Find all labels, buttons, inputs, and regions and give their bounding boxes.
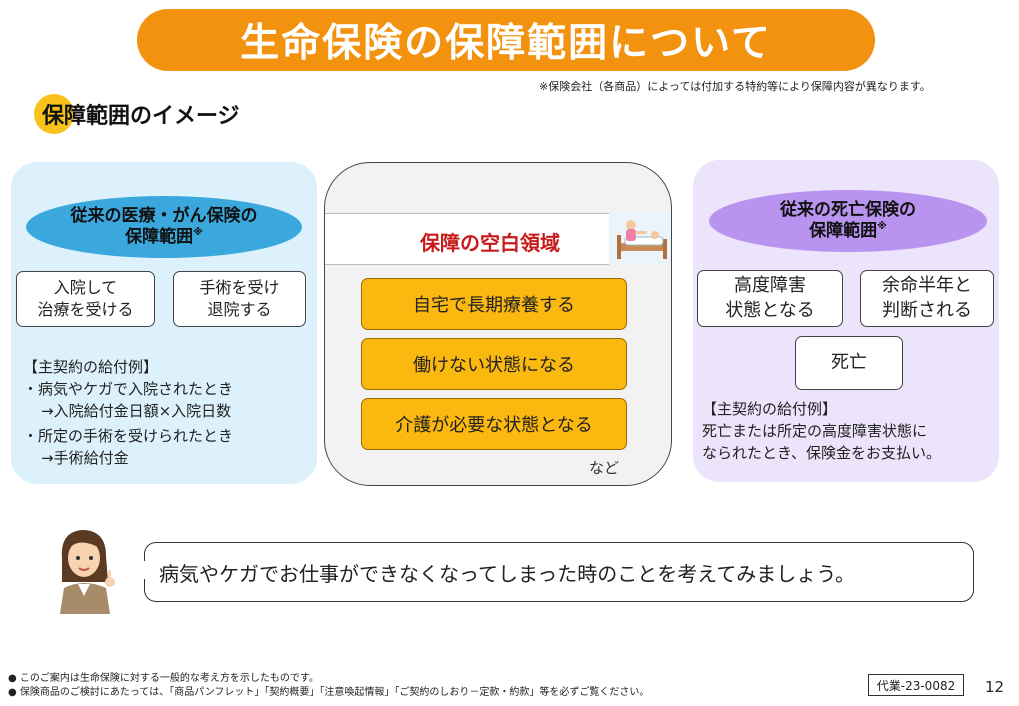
medical-coverage-heading: 従来の医療・がん保険の 保障範囲※ (26, 196, 302, 258)
death-heading-line2: 保障範囲 (809, 221, 878, 241)
subtitle-text: 保障範囲のイメージ (42, 104, 240, 129)
gap-item-nursing-care: 介護が必要な状態となる (361, 398, 627, 450)
speech-bubble: 病気やケガでお仕事ができなくなってしまった時のことを考えてみましょう。 (144, 542, 974, 602)
footnotes: ● このご案内は生命保険に対する一般的な考え方を示したものです。 ● 保険商品の… (8, 672, 649, 699)
document-number: 代業-23-0082 (868, 674, 964, 696)
footnote-1: ● このご案内は生命保険に対する一般的な考え方を示したものです。 (8, 673, 319, 684)
severe-disability-line2: 状態となる (725, 299, 815, 321)
death-example-line1: 死亡または所定の高度障害状態に (702, 421, 928, 440)
surgery-line1: 手術を受け (199, 278, 280, 298)
footnote-2: ● 保険商品のご検討にあたっては、「商品パンフレット」「契約概要」「注意喚起情報… (8, 686, 650, 698)
gap-item-home-care: 自宅で長期療養する (361, 278, 627, 330)
severe-disability-box: 高度障害 状態となる (697, 270, 843, 327)
death-heading-line1: 従来の死亡保険の (780, 199, 916, 220)
coverage-gap-title: 保障の空白領域 (420, 231, 560, 255)
coverage-gap-panel: 保障の空白領域 自宅で長期療養する 働けない状態になる 介護が必要な状態となる … (324, 162, 672, 486)
terminal-diagnosis-line1: 余命半年と (882, 275, 972, 297)
death-heading-line2-wrap: 保障範囲※ (809, 221, 887, 242)
subtitle-dot (34, 94, 74, 134)
medical-heading-line2: 保障範囲 (125, 227, 194, 247)
disclaimer-note: ※保険会社（各商品）によっては付加する特約等により保障内容が異なります。 (539, 80, 931, 93)
medical-heading-line1: 従来の医療・がん保険の (70, 205, 258, 226)
medical-heading-mark: ※ (193, 227, 203, 238)
terminal-diagnosis-line2: 判断される (882, 299, 972, 321)
etc-label: など (589, 459, 620, 477)
terminal-diagnosis-box: 余命半年と 判断される (860, 270, 994, 327)
gap-item-unable-to-work: 働けない状態になる (361, 338, 627, 390)
nurse-bed-icon (609, 213, 671, 265)
page-number: 12 (985, 678, 1005, 696)
medical-benefit-examples: 【主契約の給付例】 ・病気やケガで入院されたとき →入院給付金日額×入院日数 ・… (23, 357, 233, 470)
medical-example1-line1: ・病気やケガで入院されたとき (23, 379, 234, 398)
medical-heading-line2-wrap: 保障範囲※ (125, 227, 203, 248)
page-title: 生命保険の保障範囲について (137, 9, 875, 71)
death-label: 死亡 (831, 351, 867, 373)
medical-example-title: 【主契約の給付例】 (23, 358, 159, 376)
surgery-line2: 退院する (207, 300, 272, 319)
section-subtitle: 保障範囲のイメージ (34, 94, 240, 134)
death-coverage-heading: 従来の死亡保険の 保障範囲※ (709, 190, 987, 252)
surgery-box: 手術を受け 退院する (173, 271, 306, 327)
death-benefit-examples: 【主契約の給付例】 死亡または所定の高度障害状態に なられたとき、保険金をお支払… (702, 399, 941, 464)
medical-example2-line2: →手術給付金 (41, 449, 129, 467)
death-box: 死亡 (795, 336, 903, 390)
hospitalization-line2: 治療を受ける (37, 300, 134, 319)
hospitalization-box: 入院して 治療を受ける (16, 271, 155, 327)
presenter-woman-icon (48, 526, 124, 614)
death-heading-mark: ※ (877, 221, 887, 232)
death-example-title: 【主契約の給付例】 (702, 400, 838, 418)
hospitalization-line1: 入院して (53, 278, 118, 298)
medical-example2-line1: ・所定の手術を受けられたとき (23, 427, 234, 446)
death-example-line2: なられたとき、保険金をお支払い。 (702, 443, 941, 462)
severe-disability-line1: 高度障害 (734, 275, 806, 297)
medical-example1-line2: →入院給付金日額×入院日数 (41, 401, 232, 420)
speech-tail-cover (143, 561, 146, 579)
